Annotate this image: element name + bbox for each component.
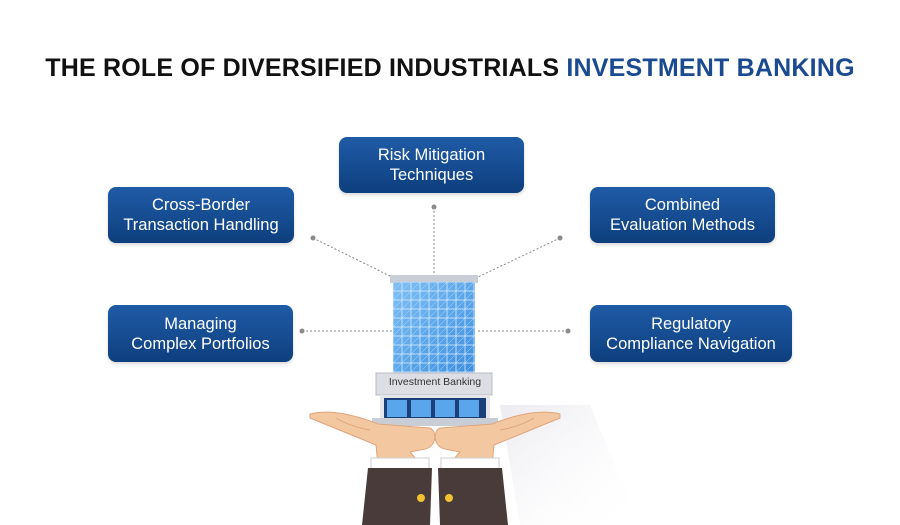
node-label-line1: Combined [644,196,721,214]
building-icon [372,275,498,426]
building-sign: Investment Banking [388,376,482,388]
node-label-line1: Risk Mitigation [377,146,486,164]
node-cross-border: Cross-Border Transaction Handling [108,187,294,243]
connector-combined [477,237,561,278]
node-label-line2: Transaction Handling [123,216,279,234]
node-risk-mitigation: Risk Mitigation Techniques [339,137,524,193]
node-combined-evaluation: Combined Evaluation Methods [590,187,775,243]
node-managing-portfolios: Managing Complex Portfolios [108,305,293,362]
connector-dots [299,204,571,334]
title-accent: INVESTMENT BANKING [566,54,855,82]
node-regulatory: Regulatory Compliance Navigation [590,305,792,362]
background-shadow [500,405,640,525]
node-label-line2: Techniques [389,166,474,184]
node-label-line2: Evaluation Methods [610,216,755,234]
connector-cross-border [312,237,393,278]
node-label-line1: Managing [164,314,237,333]
node-label-line1: Regulatory [651,314,731,333]
node-label-line2: Compliance Navigation [606,334,776,353]
title-main: THE ROLE OF DIVERSIFIED INDUSTRIALS [45,54,560,82]
connector-lines [302,207,568,332]
page-title: THE ROLE OF DIVERSIFIED INDUSTRIALS INVE… [0,54,900,83]
node-label-line1: Cross-Border [151,196,251,214]
hands-icon [309,411,561,525]
node-label-line2: Complex Portfolios [131,334,270,353]
